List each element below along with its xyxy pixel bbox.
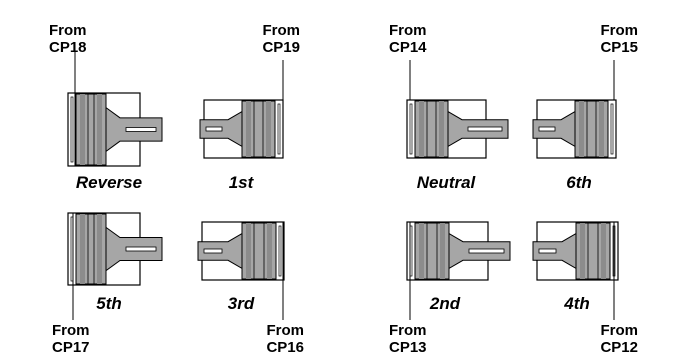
spool-stripe [601,223,606,279]
spool-stripe [419,101,424,157]
valve-first-icon [199,60,284,159]
spool-stripe [97,214,102,284]
gear-label-first: 1st [228,173,254,192]
spool-stripe [599,101,604,157]
port-marker [409,103,413,155]
spool-stripe [246,223,251,279]
valve-fifth-icon [67,212,163,320]
port-marker [278,225,282,277]
spool-stripe [80,214,85,284]
spool-slot [203,248,223,254]
spool-stripe [267,223,272,279]
valve-fourth-icon [532,221,619,320]
valve-third-icon [197,221,285,320]
spool-stripe [439,101,444,157]
spool-slot [125,246,157,252]
spool-stripe [579,101,584,157]
gear-label-reverse: Reverse [75,173,143,192]
gear-label-second: 2nd [429,294,461,313]
gear-label-fifth: 5th [96,294,122,313]
gear-label-sixth: 6th [566,173,592,192]
spool-slot [538,126,556,132]
spool-slot [125,127,157,132]
spool-stripe [246,101,251,157]
port-marker [70,96,74,163]
spool-stripe [266,101,271,157]
spool-slot [468,248,505,254]
gear-label-neutral: Neutral [416,173,476,192]
port-marker [277,103,281,155]
gear-label-third: 3rd [227,294,255,313]
spool-stripe [97,94,102,165]
gear-label-fourth: 4th [564,294,590,313]
spool-stripe [80,94,85,165]
spool-stripe [419,223,424,279]
valve-second-icon [406,221,511,320]
valve-neutral-icon [406,60,509,159]
spool-stripe [580,223,585,279]
spool-slot [538,248,557,254]
port-marker [610,103,614,155]
valve-reverse-icon [67,42,163,167]
spool-stripe [440,223,445,279]
spool-slot [205,126,223,132]
valve-sixth-icon [532,60,617,159]
spool-slot [467,126,503,132]
